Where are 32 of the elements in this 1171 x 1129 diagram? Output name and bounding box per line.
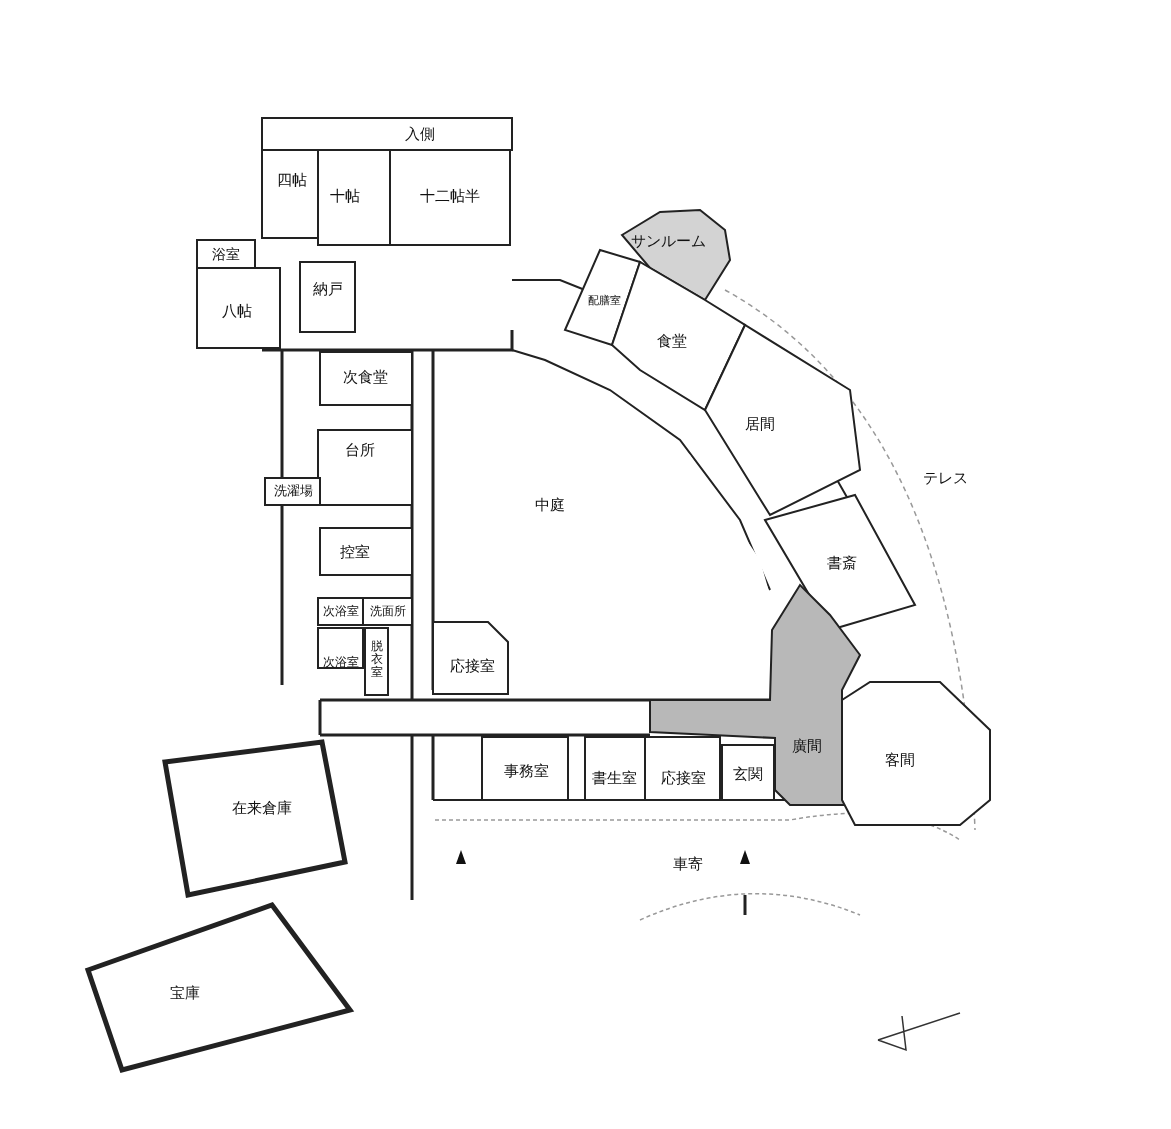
room-label: 中庭 <box>535 497 565 513</box>
room-label: 浴室 <box>212 247 240 261</box>
room-label: 四帖 <box>277 172 307 188</box>
room-label: 十二帖半 <box>420 188 480 204</box>
room-label: 控室 <box>340 544 370 560</box>
room-label: 八帖 <box>222 303 252 319</box>
room-label: 配膳室 <box>587 294 621 306</box>
room-label: サンルーム <box>630 233 706 249</box>
room-label: 事務室 <box>503 763 549 779</box>
room-label: 玄関 <box>733 766 763 782</box>
room-label: 次浴室 <box>323 656 359 668</box>
room-label: 書生室 <box>591 770 637 786</box>
area-label: テレス <box>922 468 968 488</box>
room-label: 食堂 <box>657 333 687 349</box>
room-label: 次浴室 <box>323 605 359 617</box>
room-label: 台所 <box>345 442 375 458</box>
room-label: 書斎 <box>827 555 857 571</box>
room-label: 洗濯場 <box>273 483 313 497</box>
room-label: 入側 <box>405 126 435 142</box>
room-label: 在来倉庫 <box>232 800 292 816</box>
room-label: 洗面所 <box>370 605 406 617</box>
room-label: 客間 <box>885 752 915 768</box>
room-label: 廣間 <box>792 738 822 754</box>
room-label: 応接室 <box>660 770 706 786</box>
room-label: 居間 <box>745 416 775 432</box>
room-label: 宝庫 <box>170 985 200 1001</box>
room-label: 脱衣室 <box>371 640 383 680</box>
room-label: 応接室 <box>449 658 495 674</box>
room-label: 次食堂 <box>342 369 388 385</box>
room-label: 納戸 <box>313 281 343 297</box>
area-label: 車寄 <box>673 854 703 874</box>
room-label: 十帖 <box>330 188 360 204</box>
